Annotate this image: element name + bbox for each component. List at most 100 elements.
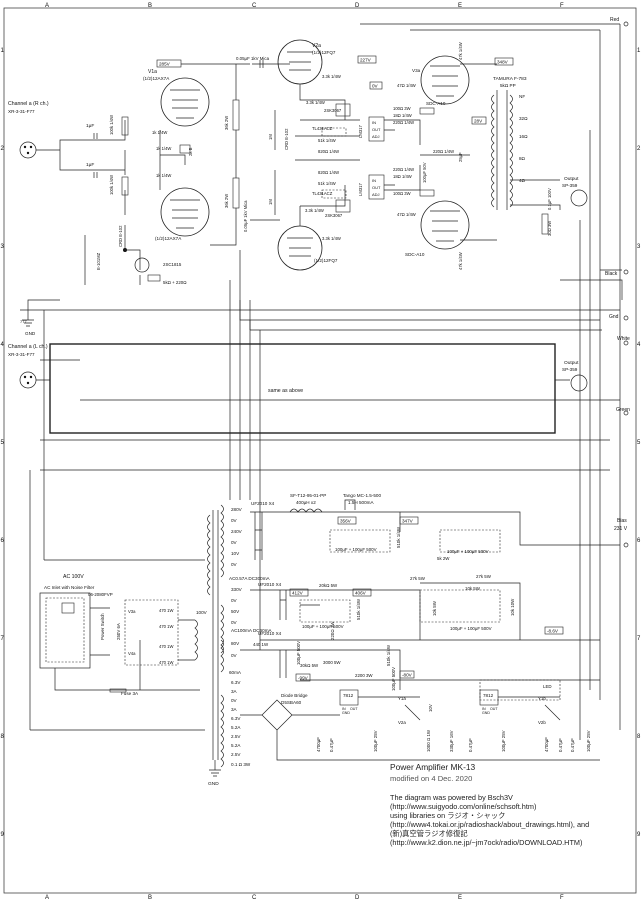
opt-tap: 16Ω <box>519 134 528 139</box>
heater-470-2: 470 1W <box>159 624 173 629</box>
frame-row-label: 9 <box>637 832 641 838</box>
crd-e102-a: CRD E-102 <box>118 225 123 247</box>
transformer-tap: 3A <box>231 707 238 712</box>
transformer-tap: 2.5V <box>231 752 241 757</box>
cap-005-a: 0.05μF 1kV Mica <box>236 56 270 61</box>
transformer-tap: 280V <box>231 507 243 512</box>
lm317-2: LM317 <box>358 183 363 196</box>
ac-in: AC 100V <box>63 574 84 580</box>
frame-row-label: 1 <box>1 48 5 54</box>
transformer-tap: 2.5V <box>231 734 241 739</box>
credits-line-2: using libraries on ラジオ・シャック <box>390 811 506 820</box>
reg-b-out: OUT <box>490 707 498 711</box>
transformer-tap: 50V <box>231 609 240 614</box>
heater-y1a: Y1a <box>398 696 406 701</box>
r-10k-5w-2: 10k 5W <box>465 586 481 591</box>
diode-neg: UF2010 X4 <box>258 631 282 636</box>
r100-2: 100Ω 3W <box>393 191 411 196</box>
channel-l-label: Channel a (L ch.) <box>8 344 48 350</box>
r33k-4: 3.3k 1/4W <box>322 236 341 241</box>
r-220-3w: 220Ω 3W <box>330 621 335 640</box>
output-r-label: Output <box>564 176 579 182</box>
transformer-tap: 0V <box>231 562 238 567</box>
cap-hv-1: 100μF + 100μF 500V <box>335 547 377 552</box>
c-100u-50v: 100μF 50V <box>422 162 427 183</box>
frame-col-label: A <box>45 895 49 901</box>
heater-cap: 0.47μF <box>468 738 473 752</box>
heater-cap: 4700μF <box>544 737 549 752</box>
filter-ind: SF-T12-95-01-PP <box>290 493 326 498</box>
heater-cap: 100μF 25V <box>373 730 378 752</box>
transformer-tap: 10V <box>231 551 240 556</box>
cap-neg-1: 100μF 500V <box>296 641 301 665</box>
r-10k-10w: 10k 10W <box>510 598 515 616</box>
tube-v2a-name: V2a <box>312 43 321 49</box>
tl431-2: TL431ACZ <box>312 191 333 196</box>
tl431-1: TL431ACZ <box>312 126 333 131</box>
tube-v1b <box>160 187 210 237</box>
node-28v: 28V <box>474 119 483 124</box>
tube-v2a-type: (1/2)12FQ7 <box>312 50 336 55</box>
filter-ind-spec: 400μH x2 <box>296 500 316 505</box>
frame-col-label: C <box>252 3 257 9</box>
pot-2k: 2k B <box>188 147 193 156</box>
reg-b-gnd: GND <box>482 711 490 715</box>
v-neg-80: -80V <box>402 673 413 678</box>
opt-tap: NF <box>519 94 525 99</box>
v-100: 100V <box>196 610 208 615</box>
amp-channel-l: Channel a (L ch.) XR-3-31-F77 same as ab… <box>8 343 588 434</box>
transformer-tap: 0V <box>231 518 238 523</box>
channel-l-connector: XR-3-31-F77 <box>8 352 35 357</box>
r36k-1: 36k 2W <box>224 116 229 130</box>
transformer-tap: 0V <box>231 653 238 658</box>
frame-col-label: D <box>355 3 360 9</box>
heater-v2a: V2a <box>398 720 406 725</box>
cap-bias-1: 100μF + 100μF 500V <box>302 624 344 629</box>
mosfet-2: 2SK3067 <box>325 213 343 218</box>
r510k-2: 510k 1/4W <box>356 598 361 620</box>
frame-row-label: 6 <box>637 538 641 544</box>
heater-v2b: V2b <box>538 720 546 725</box>
transformer-tap: 0V <box>231 698 238 703</box>
credits-url-1: (http://www.suigyodo.com/online/schsoft.… <box>390 802 537 811</box>
v-neg-8.6: -8.6V <box>547 629 559 634</box>
heater-cap: 0.47μF <box>558 738 563 752</box>
r-27k-2: 27k 5W <box>476 574 492 579</box>
transformer-tap: 6.3V <box>231 680 241 685</box>
bridge-part: D5SBA60 <box>281 700 302 705</box>
ps-gnd-label: GND <box>208 781 219 787</box>
node-285v: 285V <box>159 62 171 67</box>
credits-url-2: (http://www4.tokai.or.jp/radioshack/abou… <box>390 820 590 829</box>
r100-1: 100Ω 3W <box>393 106 411 111</box>
heater-cap: 100μF 25V <box>501 730 506 752</box>
transformer-tap: 0V <box>231 540 238 545</box>
frame-row-label: 2 <box>637 146 641 152</box>
channel-r-connector: XR-3-31-F77 <box>8 109 35 114</box>
opt-type: 5kΩ PP <box>500 83 516 88</box>
interconnect-wires <box>29 29 601 740</box>
neg-rating: 60mA <box>229 670 242 675</box>
r220-2: 220Ω 1/4W <box>393 167 414 172</box>
reg-7812-a <box>339 689 359 706</box>
node-227v: 227V <box>360 58 372 63</box>
reg-b-in: IN <box>482 707 486 711</box>
v-356: 356V <box>340 519 352 524</box>
reg-7812-a-label: 7812 <box>343 693 354 698</box>
c-1000ohm: 1000 Ω 1W <box>426 729 431 752</box>
r33k-3: 3.3k 1/4W <box>305 208 324 213</box>
cap-hv-2: 100μF + 100μF 500V <box>447 549 489 554</box>
c-out: 0.1μF 100V <box>547 188 552 210</box>
credits-line-1: The diagram was powered by Bsch3V <box>390 793 513 802</box>
output-l-connector: SP-359 <box>562 367 578 372</box>
cap-005-b: 0.05μF 1kV Mica <box>243 200 248 232</box>
v-347: 347V <box>402 519 414 524</box>
led: LED <box>543 684 552 689</box>
node-348v: 348V <box>497 60 509 65</box>
frame-row-label: 6 <box>1 538 5 544</box>
lm317-1: LM317 <box>358 125 363 138</box>
